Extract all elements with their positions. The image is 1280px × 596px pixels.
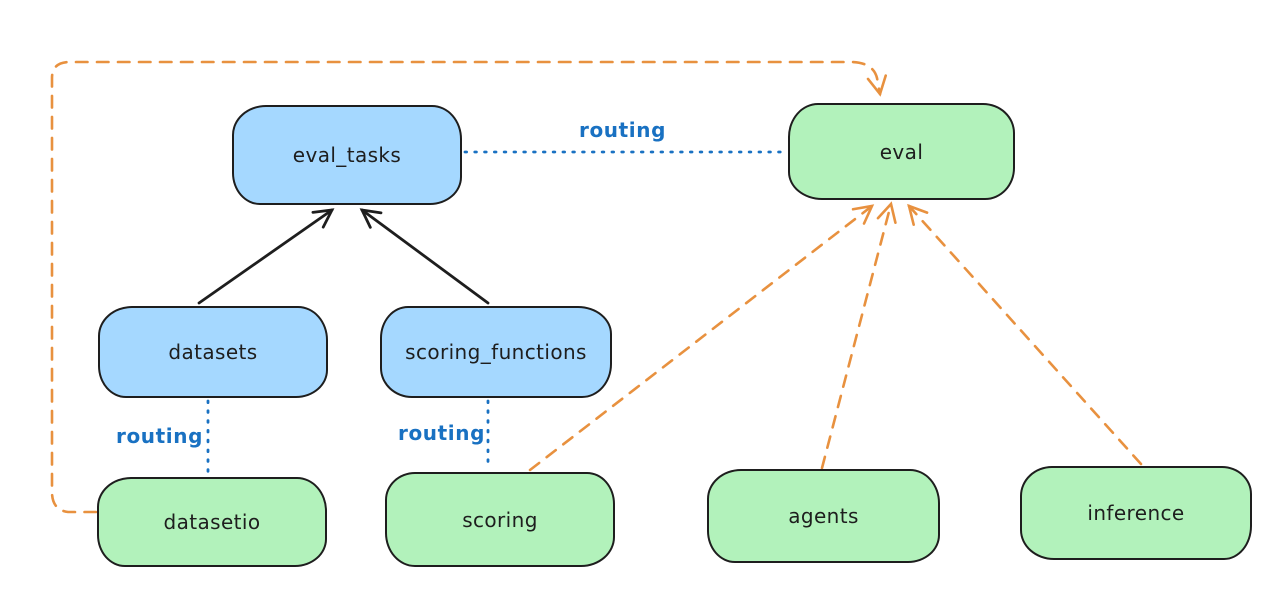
node-scoring: scoring [385,472,615,567]
edge-inference-to-eval [907,203,1143,466]
node-inference: inference [1020,466,1252,560]
node-eval-label: eval [879,139,924,164]
edge-label-routing-datasets: routing [116,424,204,448]
node-scoring-label: scoring [462,507,538,532]
edge-datasetio-to-eval [50,60,888,514]
edge-datasets-to-eval-tasks [197,208,335,305]
edge-scoring-functions-to-eval-tasks [359,208,490,305]
edge-scoring-to-eval [528,204,875,472]
node-eval: eval [788,103,1015,200]
node-eval-tasks: eval_tasks [232,105,462,205]
node-datasets-label: datasets [168,340,258,364]
node-datasetio-label: datasetio [163,510,261,534]
edge-label-routing-scoring: routing [398,421,486,445]
node-eval-tasks-label: eval_tasks [292,143,402,167]
node-scoring-functions: scoring_functions [380,306,612,398]
node-datasetio: datasetio [97,477,327,567]
node-agents: agents [707,469,940,563]
edge-agents-to-eval [820,201,897,470]
node-scoring-functions-label: scoring_functions [405,340,587,364]
node-agents-label: agents [788,504,859,528]
node-datasets: datasets [98,306,328,398]
node-inference-label: inference [1087,501,1185,525]
edge-label-routing-top: routing [579,118,667,142]
